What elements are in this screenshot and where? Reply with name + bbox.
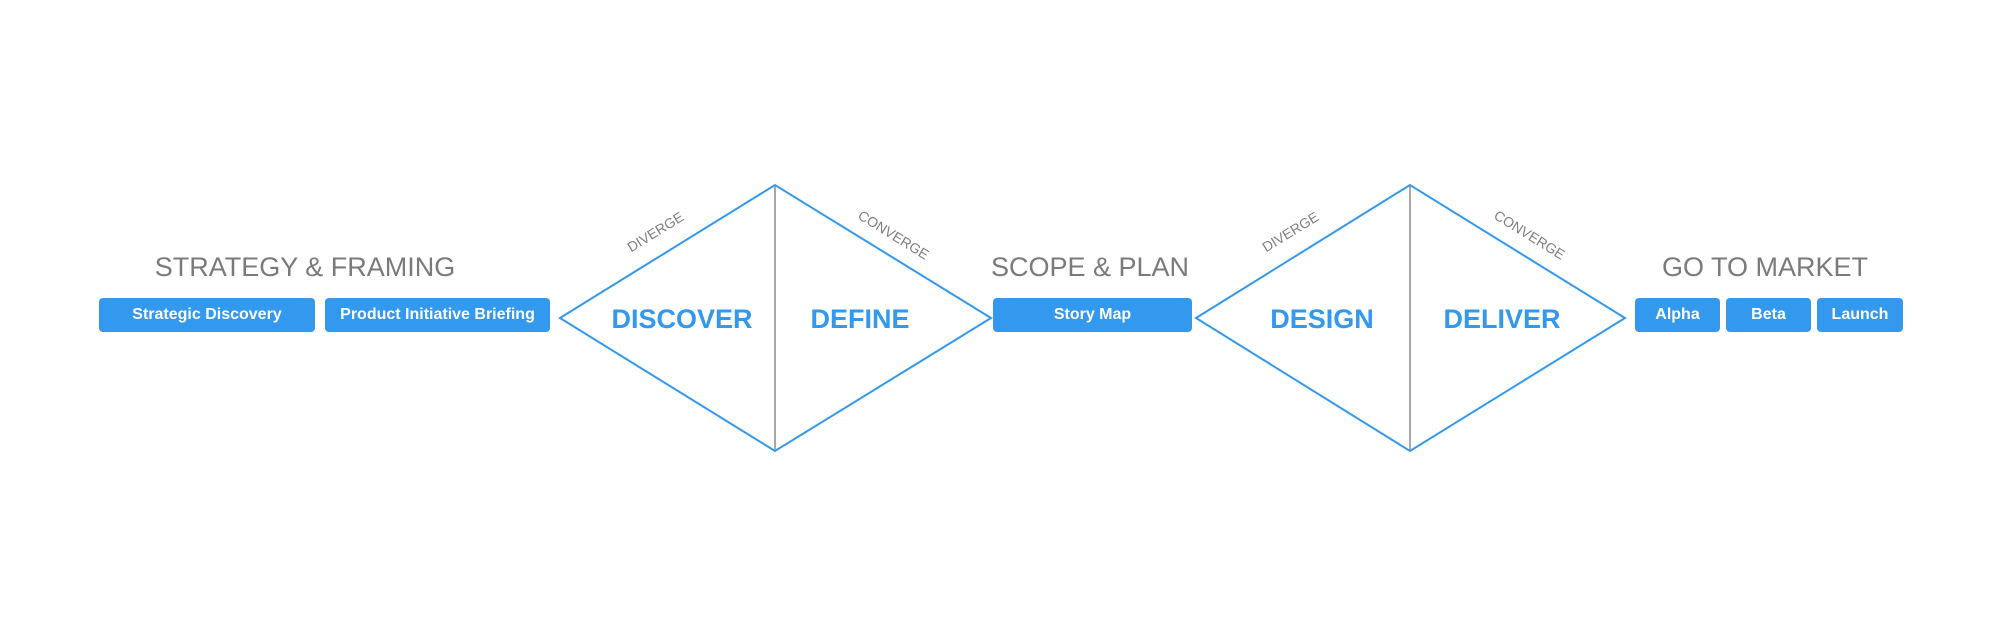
diamond-2-converge-label: CONVERGE xyxy=(1491,207,1568,263)
alpha-button[interactable]: Alpha xyxy=(1635,298,1720,332)
strategy-framing-heading: STRATEGY & FRAMING xyxy=(154,252,456,282)
diamond-discover-define: DIVERGE CONVERGE DISCOVER DEFINE xyxy=(558,183,993,453)
diamond-1-diverge-label: DIVERGE xyxy=(624,208,686,255)
define-label: DEFINE xyxy=(810,304,909,334)
diamond-2-diverge-label: DIVERGE xyxy=(1259,208,1321,255)
diamond-1-converge-label: CONVERGE xyxy=(855,207,932,263)
design-label: DESIGN xyxy=(1270,304,1374,334)
story-map-button[interactable]: Story Map xyxy=(993,298,1192,332)
strategic-discovery-button[interactable]: Strategic Discovery xyxy=(99,298,315,332)
beta-button[interactable]: Beta xyxy=(1726,298,1811,332)
diamond-design-deliver: DIVERGE CONVERGE DESIGN DELIVER xyxy=(1194,183,1627,453)
discover-label: DISCOVER xyxy=(611,304,752,334)
deliver-label: DELIVER xyxy=(1443,304,1560,334)
product-initiative-briefing-button[interactable]: Product Initiative Briefing xyxy=(325,298,550,332)
diamond-1-outline xyxy=(558,183,993,453)
go-to-market-heading: GO TO MARKET xyxy=(1661,252,1869,282)
scope-plan-heading: SCOPE & PLAN xyxy=(990,252,1190,282)
launch-button[interactable]: Launch xyxy=(1817,298,1903,332)
diamond-2-outline xyxy=(1194,183,1627,453)
